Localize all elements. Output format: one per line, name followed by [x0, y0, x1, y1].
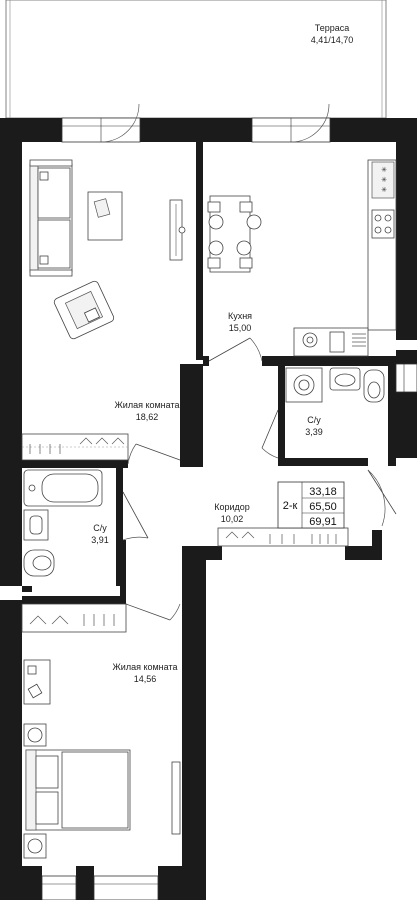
window-right — [395, 363, 417, 393]
desk — [23, 659, 51, 705]
corridor-wardrobe — [217, 527, 349, 547]
bath2-fixtures — [23, 469, 103, 577]
svg-text:✳: ✳ — [381, 176, 387, 184]
doors — [122, 337, 397, 621]
kitchen-name: Кухня — [228, 311, 252, 321]
corridor-name: Коридор — [214, 502, 250, 512]
dining-table — [207, 195, 262, 273]
door-kitchen — [208, 337, 263, 362]
labels: Терраса 4,41/14,70 Кухня 15,00 Жилая ком… — [91, 23, 353, 684]
bed — [25, 749, 131, 831]
bath2-area: 3,91 — [91, 535, 109, 545]
living1-area: 18,62 — [136, 412, 159, 422]
bath2-name: С/у — [93, 523, 107, 533]
door-bath1 — [261, 409, 279, 459]
tv-living2 — [171, 761, 181, 835]
living1-name: Жилая комната — [114, 400, 179, 410]
living2-furniture — [21, 603, 181, 859]
living2-area: 14,56 — [134, 674, 157, 684]
window-living2 — [41, 875, 159, 900]
windows — [41, 103, 417, 900]
wardrobe-living1 — [21, 433, 129, 461]
bath1-area: 3,39 — [305, 427, 323, 437]
terrace-area: 4,41/14,70 — [311, 35, 354, 45]
nightstand-top — [23, 723, 47, 747]
window-living1 — [61, 103, 141, 143]
interior-walls — [22, 142, 396, 604]
nightstand-bottom — [23, 833, 47, 859]
kitchen-furniture: ✳ ✳ ✳ — [207, 159, 397, 357]
tv-stand — [169, 199, 186, 261]
terrace-name: Терраса — [315, 23, 350, 33]
kitchen-area: 15,00 — [229, 323, 252, 333]
terrace — [5, 0, 387, 119]
window-kitchen — [251, 103, 331, 143]
door-living1 — [127, 443, 181, 465]
sofa — [29, 159, 73, 277]
living1-furniture — [21, 159, 186, 461]
exterior-walls — [0, 118, 417, 900]
living-area-total: 33,18 — [309, 486, 337, 498]
svg-text:✳: ✳ — [381, 186, 387, 194]
living2-name: Жилая комната — [112, 662, 177, 672]
door-living2 — [125, 603, 181, 621]
area-summary-box — [277, 481, 345, 529]
coffee-table — [87, 191, 123, 241]
bath1-name: С/у — [307, 415, 321, 425]
apartment-type: 2-к — [283, 500, 298, 512]
door-bath2 — [122, 491, 149, 541]
counter: ✳ ✳ ✳ — [293, 159, 397, 357]
total-area: 65,50 — [309, 501, 337, 513]
corridor-area: 10,02 — [221, 514, 244, 524]
total-with-terrace: 69,91 — [309, 516, 337, 528]
svg-text:✳: ✳ — [381, 166, 387, 174]
bath1-fixtures — [285, 367, 385, 403]
armchair — [53, 280, 115, 340]
door-entrance — [367, 469, 397, 527]
wardrobe-living2 — [21, 603, 127, 633]
